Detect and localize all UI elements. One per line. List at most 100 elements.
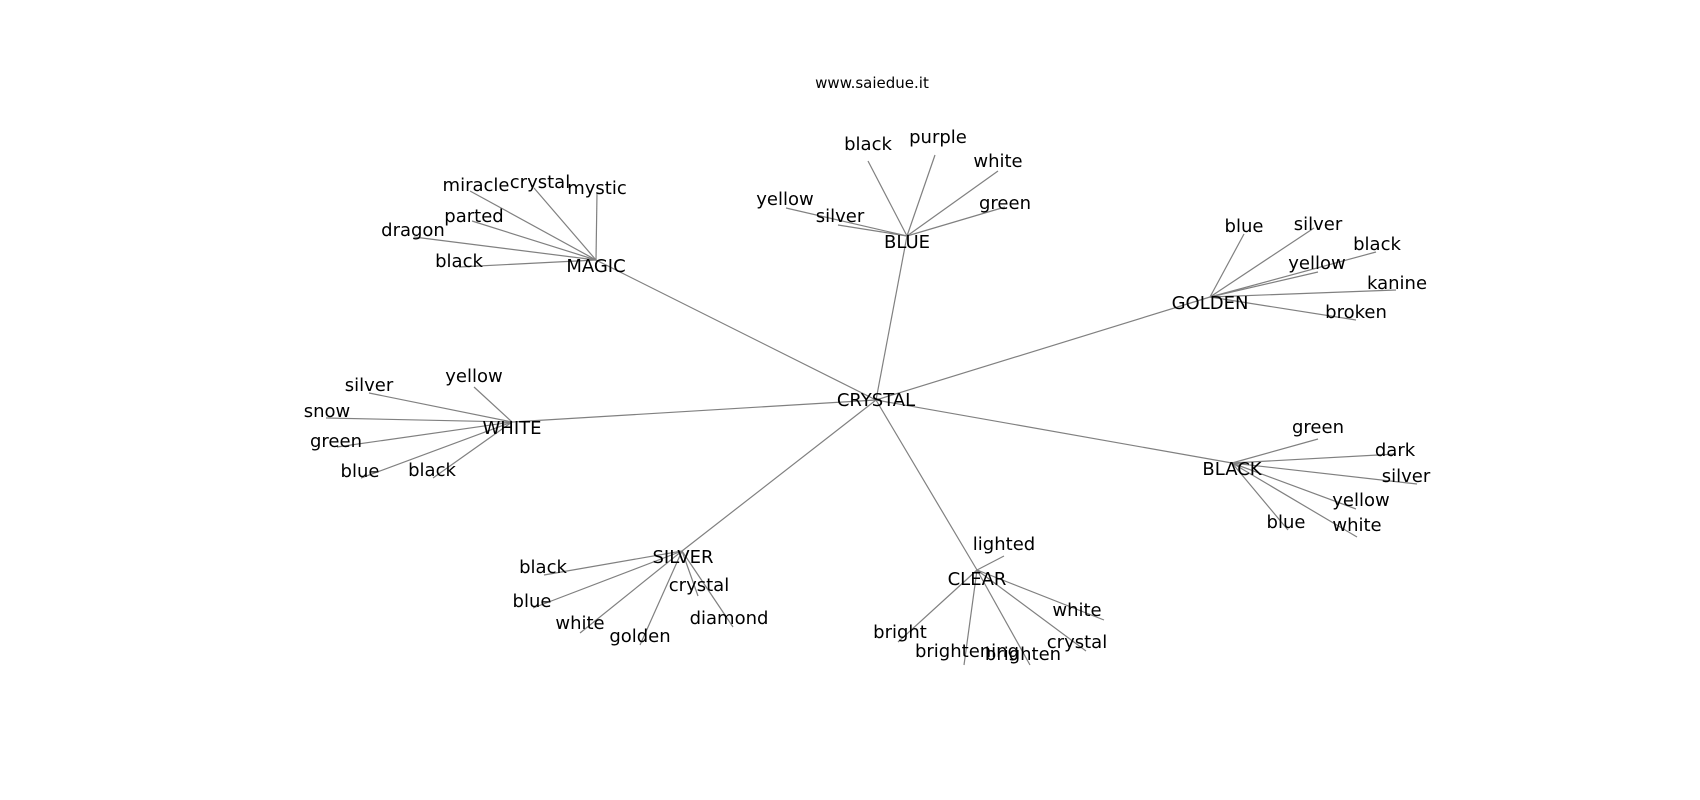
edge-blue-black <box>867 160 908 237</box>
edge-white-green <box>336 421 513 448</box>
edge-clear-brighten <box>976 569 1031 666</box>
edge-blue-white <box>906 170 999 237</box>
edge-root-clear <box>875 399 978 571</box>
edge-clear-white <box>976 569 1105 621</box>
leaf-node-silver-crystal: crystal <box>669 575 729 596</box>
hub-node-silver: SILVER <box>653 547 714 568</box>
edge-magic-black <box>458 259 597 268</box>
leaf-node-golden-black: black <box>1353 234 1401 255</box>
edge-blue-yellow <box>785 207 908 237</box>
edge-golden-kanine <box>1209 289 1397 298</box>
edge-golden-silver <box>1209 227 1315 298</box>
edge-clear-crystal <box>976 569 1087 652</box>
edge-blue-silver <box>837 224 908 237</box>
leaf-node-silver-white: white <box>555 613 604 634</box>
leaf-node-black-green: green <box>1292 417 1344 438</box>
edge-black-green <box>1231 438 1319 464</box>
leaf-node-magic-crystal: crystal <box>510 172 570 193</box>
edge-silver-crystal <box>681 550 699 597</box>
leaf-node-blue-purple: purple <box>909 127 967 148</box>
edge-silver-blue <box>532 550 683 609</box>
leaf-node-golden-blue: blue <box>1225 216 1264 237</box>
leaf-node-silver-blue: blue <box>513 591 552 612</box>
leaf-node-white-silver: silver <box>345 375 394 396</box>
edge-magic-crystal <box>533 187 597 261</box>
edge-root-white <box>511 399 877 423</box>
edge-blue-green <box>906 206 1006 237</box>
edge-white-silver <box>368 392 513 423</box>
leaf-node-black-white: white <box>1332 515 1381 536</box>
edge-golden-broken <box>1209 296 1357 321</box>
leaf-node-golden-silver: silver <box>1294 214 1343 235</box>
edge-silver-black <box>543 550 683 576</box>
leaf-node-white-green: green <box>310 431 362 452</box>
edge-white-snow <box>325 417 513 423</box>
edge-silver-diamond <box>681 550 734 628</box>
hub-node-magic: MAGIC <box>566 256 625 277</box>
edge-black-white <box>1231 462 1358 538</box>
leaf-node-white-snow: snow <box>304 401 351 422</box>
leaf-node-magic-miracle: miracle <box>443 175 510 196</box>
edge-black-yellow <box>1231 462 1357 510</box>
site-credit: www.saiedue.it <box>815 74 929 92</box>
edge-black-dark <box>1231 453 1397 464</box>
edge-silver-golden <box>639 550 683 646</box>
edge-golden-blue <box>1209 233 1245 298</box>
leaf-node-blue-green: green <box>979 193 1031 214</box>
edge-clear-lighted <box>976 555 1005 571</box>
hub-node-black: BLACK <box>1202 459 1262 480</box>
leaf-node-blue-white: white <box>973 151 1022 172</box>
leaf-node-silver-black: black <box>519 557 567 578</box>
leaf-node-golden-kanine: kanine <box>1367 273 1427 294</box>
leaf-node-clear-brighten: brighten <box>985 644 1061 665</box>
edge-clear-brightening <box>963 569 978 666</box>
edge-white-yellow <box>473 386 513 423</box>
edge-silver-white <box>579 550 683 634</box>
leaf-node-golden-yellow: yellow <box>1288 253 1345 274</box>
edge-clear-bright <box>897 569 978 643</box>
leaf-node-black-dark: dark <box>1375 440 1416 461</box>
leaf-node-magic-mystic: mystic <box>567 178 627 199</box>
leaf-node-blue-yellow: yellow <box>756 189 813 210</box>
leaf-node-magic-black: black <box>435 251 483 272</box>
leaf-node-black-blue: blue <box>1267 512 1306 533</box>
hub-node-golden: GOLDEN <box>1172 293 1249 314</box>
edge-magic-mystic <box>595 192 598 261</box>
leaf-node-white-black: black <box>408 460 456 481</box>
leaf-node-silver-golden: golden <box>609 626 670 647</box>
edge-black-blue <box>1231 462 1289 531</box>
leaf-node-golden-broken: broken <box>1325 302 1387 323</box>
edge-root-magic <box>595 259 877 401</box>
leaf-node-clear-crystal: crystal <box>1047 632 1107 653</box>
leaf-node-clear-brightening: brightening <box>915 641 1019 662</box>
leaf-node-black-silver: silver <box>1382 466 1431 487</box>
leaf-node-magic-parted: parted <box>444 206 503 227</box>
leaf-node-blue-silver: silver <box>816 206 865 227</box>
leaf-node-blue-black: black <box>844 134 892 155</box>
leaf-node-white-yellow: yellow <box>445 366 502 387</box>
edge-blue-purple <box>906 154 936 237</box>
root-node-crystal: CRYSTAL <box>837 390 915 411</box>
edge-root-blue <box>875 235 908 401</box>
edge-magic-parted <box>471 220 597 261</box>
leaf-node-clear-lighted: lighted <box>973 534 1035 555</box>
leaf-node-clear-white: white <box>1052 600 1101 621</box>
leaf-node-silver-diamond: diamond <box>690 608 769 629</box>
edge-magic-miracle <box>469 190 597 261</box>
edge-root-black <box>875 399 1233 464</box>
edge-golden-black <box>1209 251 1377 298</box>
edge-root-golden <box>875 296 1211 401</box>
hub-node-white: WHITE <box>482 418 541 439</box>
leaf-node-clear-bright: bright <box>873 622 927 643</box>
edge-root-silver <box>681 399 877 552</box>
leaf-node-black-yellow: yellow <box>1332 490 1389 511</box>
hub-node-blue: BLUE <box>884 232 930 253</box>
edge-white-blue <box>360 421 513 479</box>
edge-black-silver <box>1231 462 1418 485</box>
leaf-node-magic-dragon: dragon <box>381 220 445 241</box>
edges-layer <box>325 154 1418 666</box>
leaf-node-white-blue: blue <box>341 461 380 482</box>
edge-magic-dragon <box>413 236 597 261</box>
